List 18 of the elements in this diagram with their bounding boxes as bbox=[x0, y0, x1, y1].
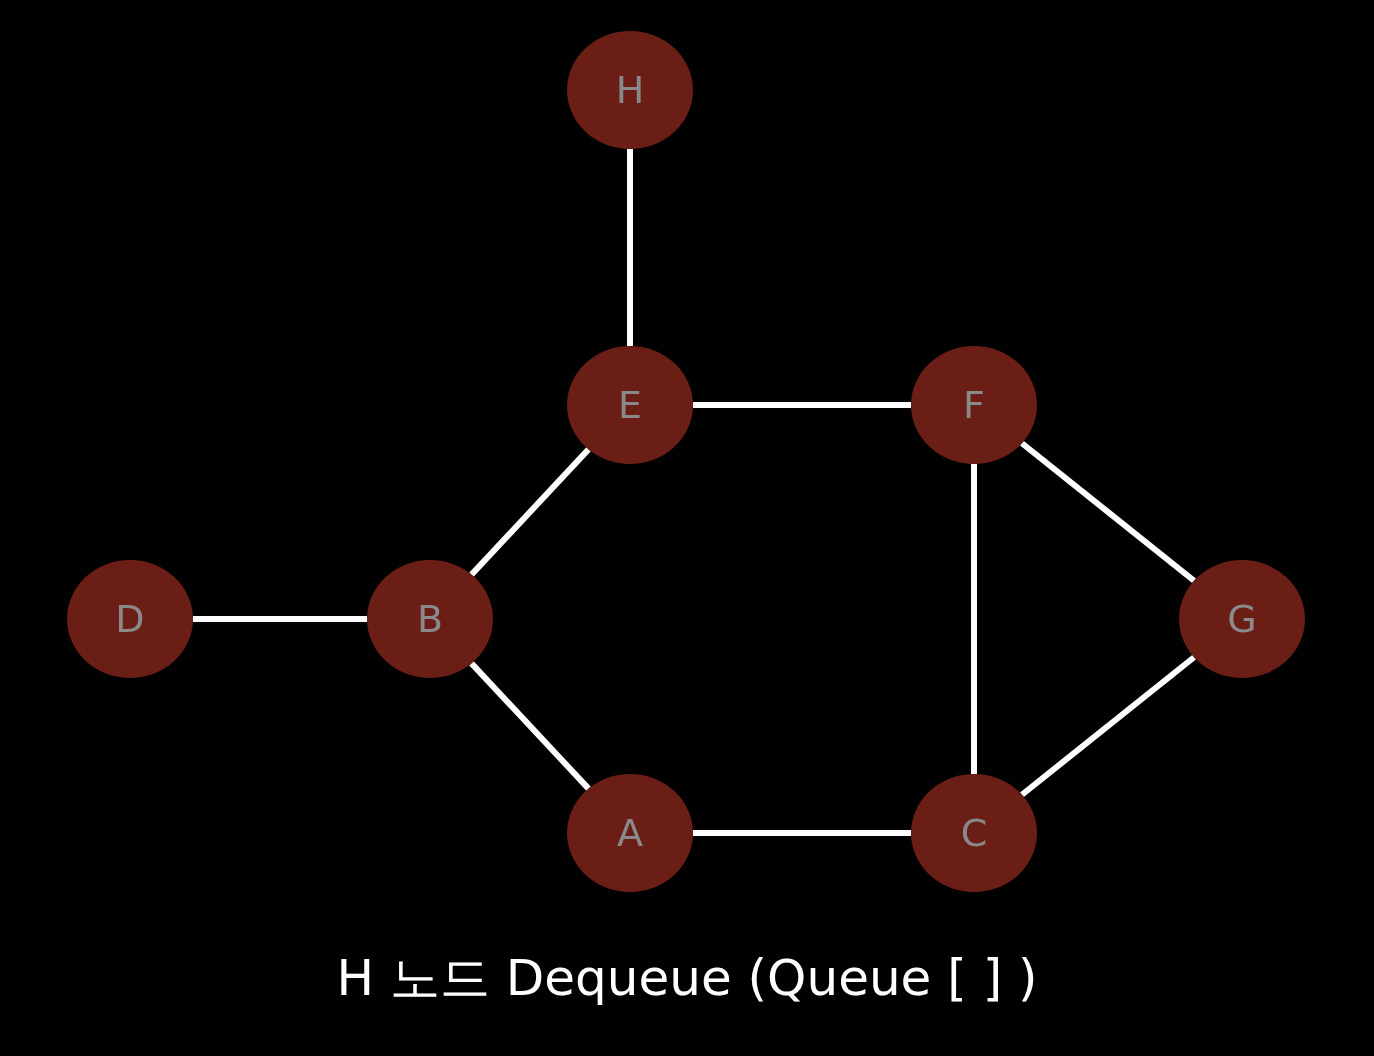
node-label: E bbox=[618, 383, 642, 427]
node-label: B bbox=[416, 597, 444, 641]
node-label: D bbox=[115, 597, 145, 641]
connector-line bbox=[627, 149, 633, 346]
connector-line bbox=[693, 830, 911, 836]
caption: H 노드 Dequeue (Queue [ ] ) bbox=[336, 949, 1038, 1007]
connector-line bbox=[193, 616, 367, 622]
connector-line bbox=[469, 661, 591, 791]
node-label: F bbox=[963, 383, 985, 427]
node-label: A bbox=[617, 811, 643, 855]
connector-line bbox=[1020, 654, 1196, 798]
connector-line bbox=[469, 447, 591, 577]
node-label: G bbox=[1227, 597, 1257, 641]
connector-line bbox=[971, 464, 977, 774]
node-label: C bbox=[960, 811, 988, 855]
connector-line bbox=[693, 402, 911, 408]
connector-line bbox=[1020, 440, 1196, 584]
node-label: H bbox=[615, 68, 645, 112]
